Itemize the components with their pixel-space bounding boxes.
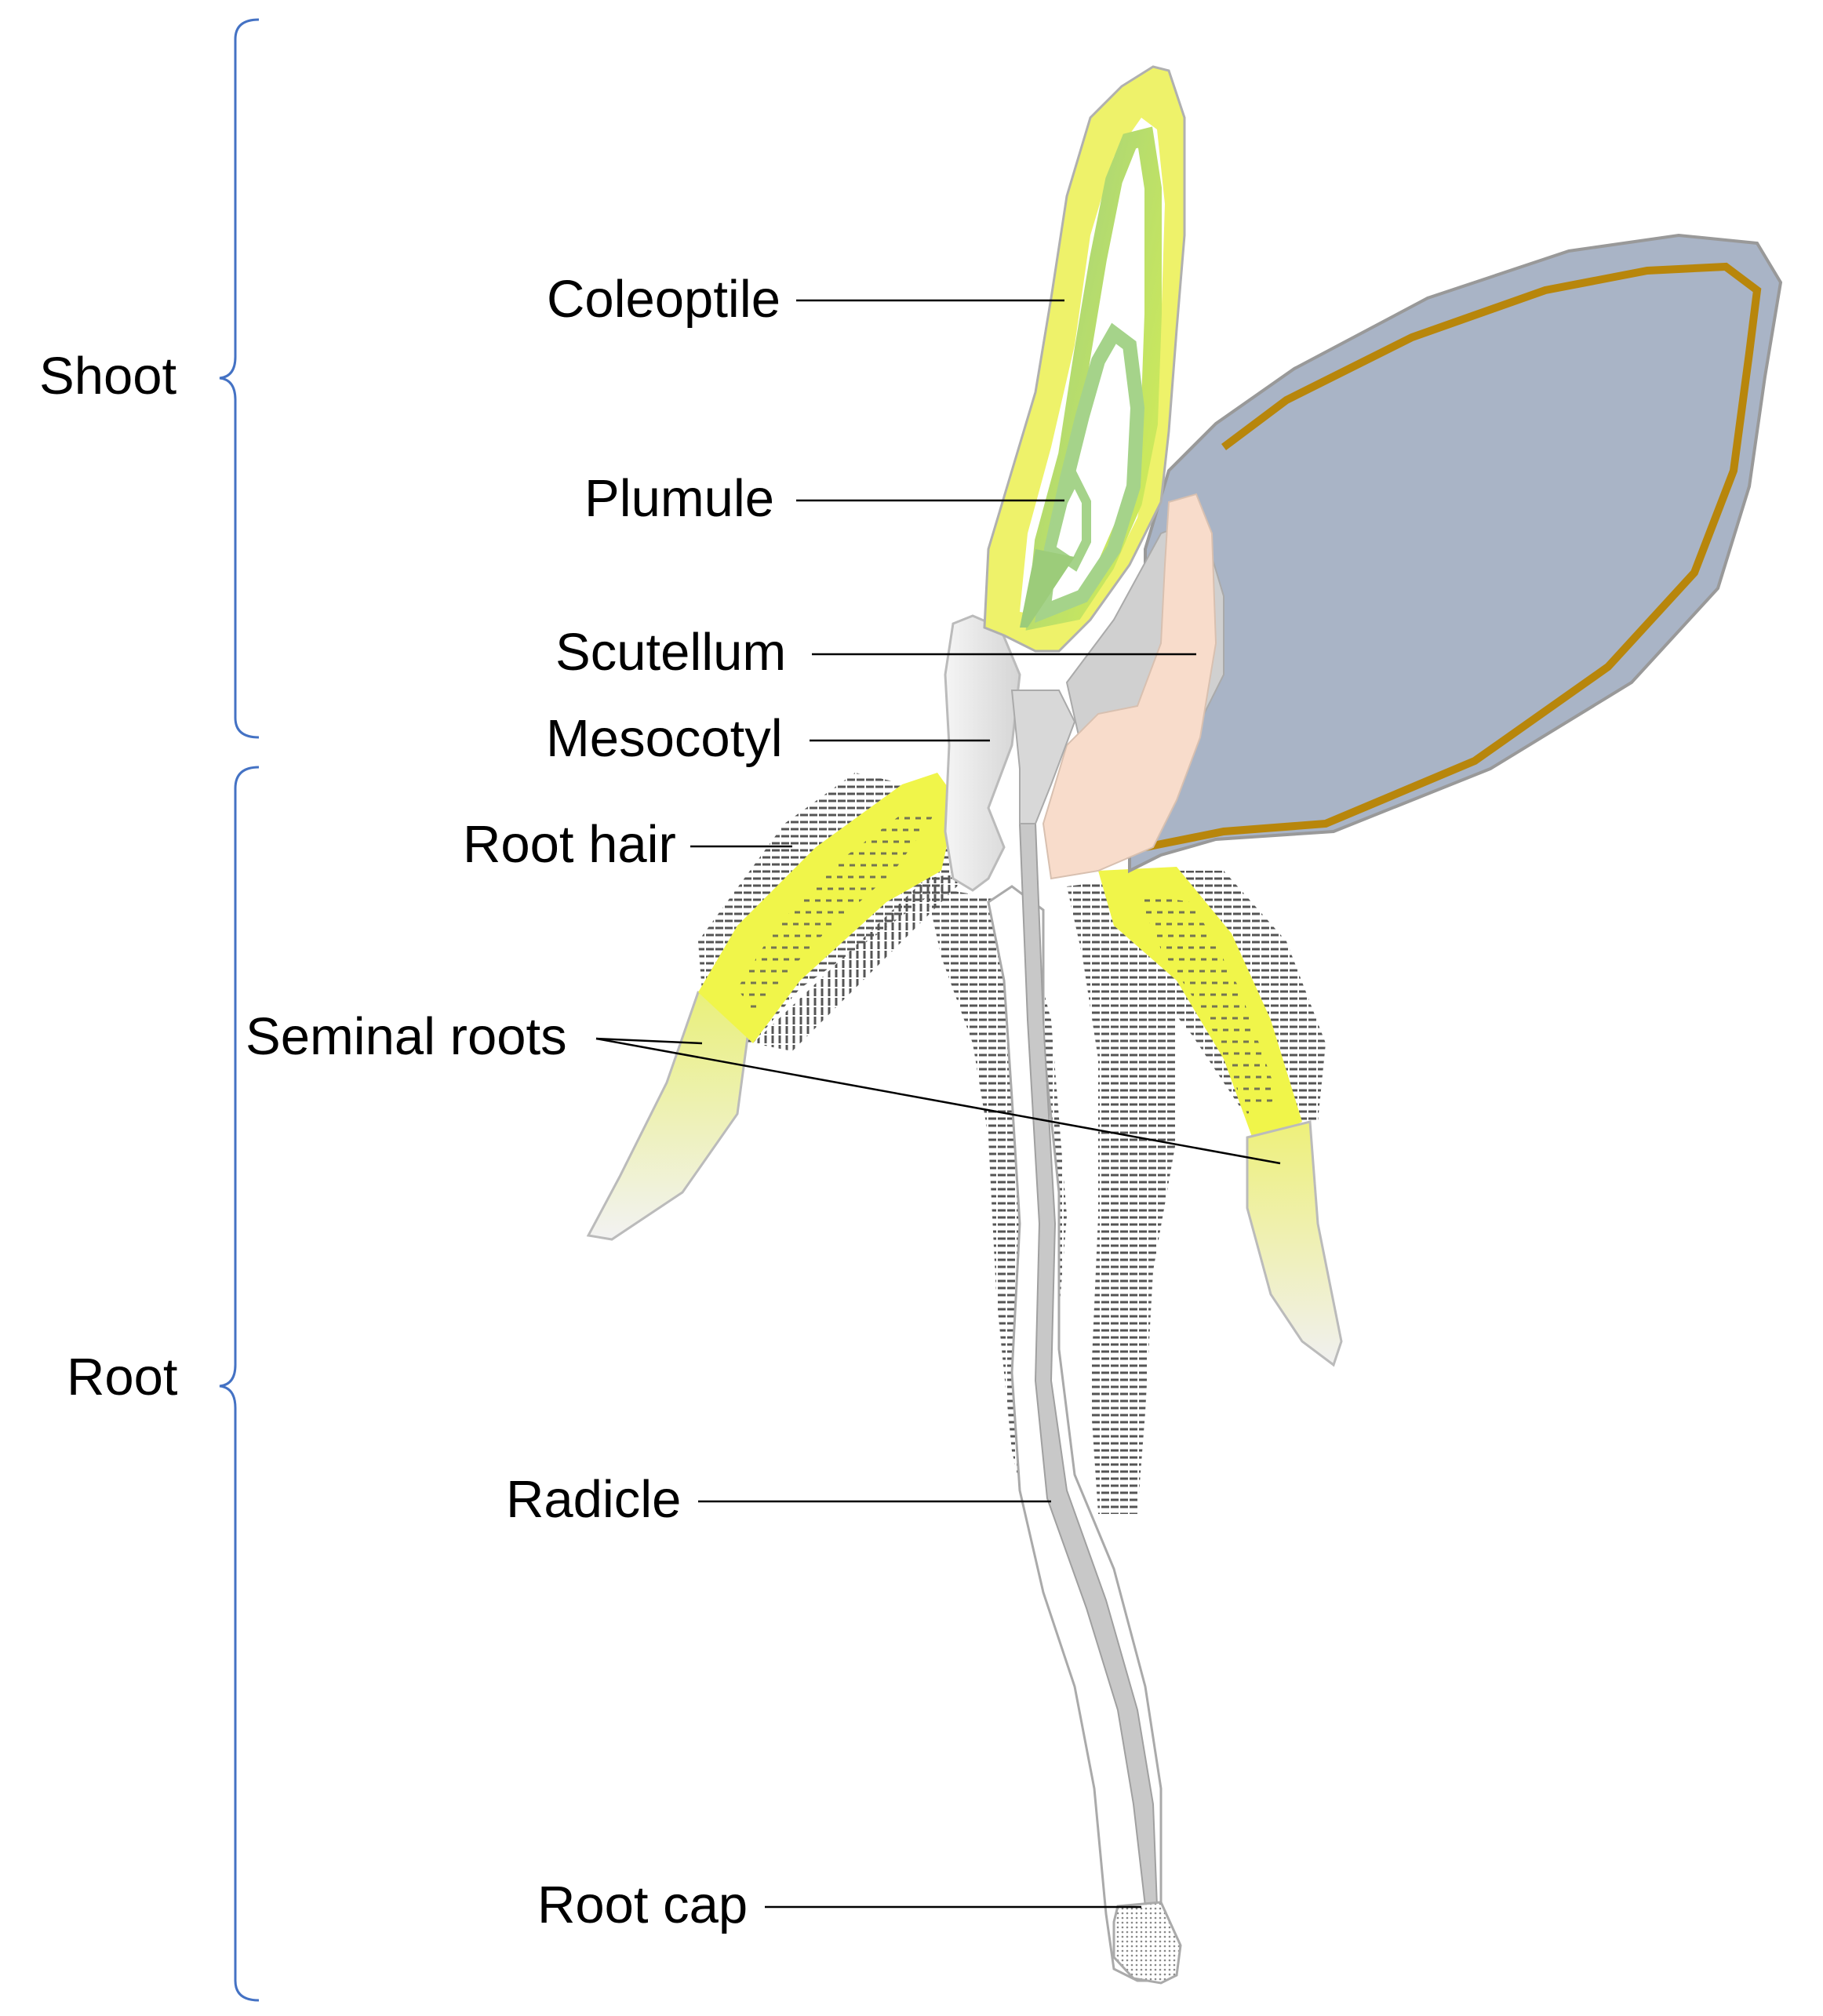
radicle xyxy=(987,823,1182,1985)
left-seminal-root xyxy=(586,773,957,1241)
right-seminal-root xyxy=(1098,867,1343,1367)
label-root-cap: Root cap xyxy=(537,1876,748,1934)
root-hair-radicle-right xyxy=(1067,879,1177,1514)
shoot-brace xyxy=(219,18,260,739)
embryo-axis xyxy=(1010,690,1076,824)
leader-seminal-roots-right xyxy=(595,1037,1281,1165)
label-radicle: Radicle xyxy=(506,1470,681,1529)
plumule-tip xyxy=(1046,468,1091,572)
label-scutellum: Scutellum xyxy=(555,623,786,682)
coleoptile-group xyxy=(983,65,1186,653)
root-hair-left-seminal-inner xyxy=(753,871,973,1051)
root-brace xyxy=(219,766,260,2002)
scutellum xyxy=(1042,493,1217,880)
group-label-shoot: Shoot xyxy=(39,347,176,406)
label-root-hair: Root hair xyxy=(463,815,676,874)
left-seminal-root-dashes xyxy=(737,808,933,1012)
label-seminal-roots: Seminal roots xyxy=(246,1007,567,1066)
seed xyxy=(1128,233,1783,874)
leader-seminal-roots-left xyxy=(595,1037,703,1045)
seed-body xyxy=(1128,233,1783,874)
right-seminal-root-dashes xyxy=(1137,894,1279,1114)
group-label-root: Root xyxy=(67,1348,178,1406)
scutellum-group xyxy=(1042,493,1224,880)
label-plumule: Plumule xyxy=(584,469,774,528)
seed-coat-line xyxy=(1144,262,1762,851)
root-cap xyxy=(1112,1901,1182,1985)
right-seminal-root-tip xyxy=(1246,1120,1343,1367)
label-coleoptile: Coleoptile xyxy=(547,270,781,329)
plumule-base xyxy=(1020,549,1075,628)
mesocotyl xyxy=(944,614,1021,892)
left-seminal-root-tip xyxy=(586,991,755,1241)
label-mesocotyl: Mesocotyl xyxy=(546,709,783,768)
